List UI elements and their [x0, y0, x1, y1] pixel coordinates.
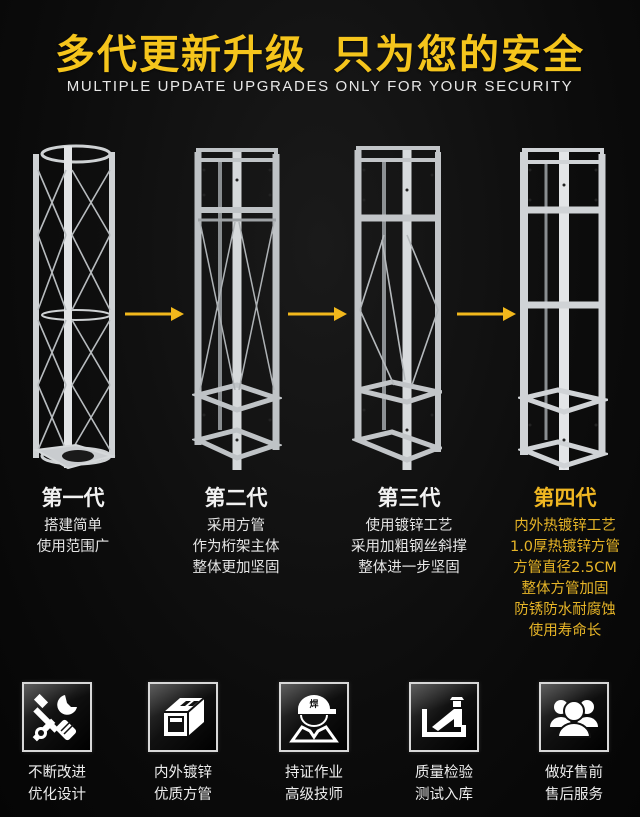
feature-line: 持证作业: [285, 765, 343, 781]
arrow-right-icon: [125, 306, 185, 322]
truss-gen1-image: [30, 140, 120, 475]
generation-line: 防锈防水耐腐蚀: [514, 602, 616, 618]
feature-line: 内外镀锌: [154, 765, 212, 781]
feature-line: 不断改进: [28, 765, 86, 781]
feature-row: 不断改进 优化设计 内外镀锌 优质方管 焊: [0, 680, 640, 817]
page-title: 多代更新升级只为您的安全: [0, 22, 640, 80]
feature-line: 做好售前: [545, 765, 603, 781]
generation-line: 整体进一步坚固: [358, 560, 460, 576]
generation-line: 使用寿命长: [528, 623, 602, 639]
feature-design: 不断改进 优化设计: [0, 680, 117, 806]
feature-tube: 内外镀锌 优质方管: [123, 680, 243, 806]
generation-line: 作为桁架主体: [192, 539, 280, 555]
page-subtitle: MULTIPLE UPDATE UPGRADES ONLY FOR YOUR S…: [66, 78, 574, 95]
feature-line: 优质方管: [154, 787, 212, 803]
square-tube-icon: [148, 682, 218, 752]
generation-line: 内外热镀锌工艺: [514, 518, 616, 534]
feature-inspection: 质量检验 测试入库: [384, 680, 504, 806]
title-part-2: 只为您的安全: [333, 32, 585, 78]
generation-line: 使用范围广: [36, 539, 110, 555]
generation-title: 第四代: [533, 486, 597, 510]
truss-gen3-image: [352, 140, 442, 475]
truss-towers: [0, 130, 640, 480]
feature-line: 高级技师: [285, 787, 343, 803]
customer-service-icon: [539, 682, 609, 752]
generation-1: 第一代 搭建简单 使用范围广: [0, 484, 153, 558]
svg-text:焊: 焊: [309, 698, 318, 710]
feature-line: 优化设计: [28, 787, 86, 803]
generation-line: 采用方管: [207, 518, 265, 534]
tools-icon: [22, 682, 92, 752]
feature-service: 做好售前 售后服务: [514, 680, 634, 806]
generation-line: 搭建简单: [44, 518, 102, 534]
generation-line: 采用加粗钢丝斜撑: [351, 539, 467, 555]
arrow-right-icon: [457, 306, 517, 322]
generation-line: 1.0厚热镀锌方管: [509, 539, 621, 555]
header: 多代更新升级只为您的安全 MULTIPLE UPDATE UPGRADES ON…: [0, 0, 640, 110]
generation-3: 第三代 使用镀锌工艺 采用加粗钢丝斜撑 整体进一步坚固: [329, 484, 489, 579]
generation-title: 第一代: [41, 486, 105, 510]
truss-gen4-image: [518, 140, 608, 475]
generation-line: 整体方管加固: [521, 581, 609, 597]
feature-welder: 焊 持证作业 高级技师: [254, 680, 374, 806]
feature-line: 质量检验: [415, 765, 473, 781]
generation-title: 第二代: [204, 486, 268, 510]
generation-line: 使用镀锌工艺: [365, 518, 453, 534]
generation-title: 第三代: [377, 486, 441, 510]
arrow-right-icon: [288, 306, 348, 322]
generation-line: 方管直径2.5CM: [513, 560, 617, 576]
feature-line: 测试入库: [415, 787, 473, 803]
inspector-icon: [409, 682, 479, 752]
truss-gen2-image: [192, 140, 282, 475]
welder-icon: 焊: [279, 682, 349, 752]
feature-line: 售后服务: [545, 787, 603, 803]
generation-4: 第四代 内外热镀锌工艺 1.0厚热镀锌方管 方管直径2.5CM 整体方管加固 防…: [485, 484, 640, 642]
generation-line: 整体更加坚固: [192, 560, 280, 576]
title-part-1: 多代更新升级: [55, 32, 307, 78]
generation-2: 第二代 采用方管 作为桁架主体 整体更加坚固: [156, 484, 316, 579]
